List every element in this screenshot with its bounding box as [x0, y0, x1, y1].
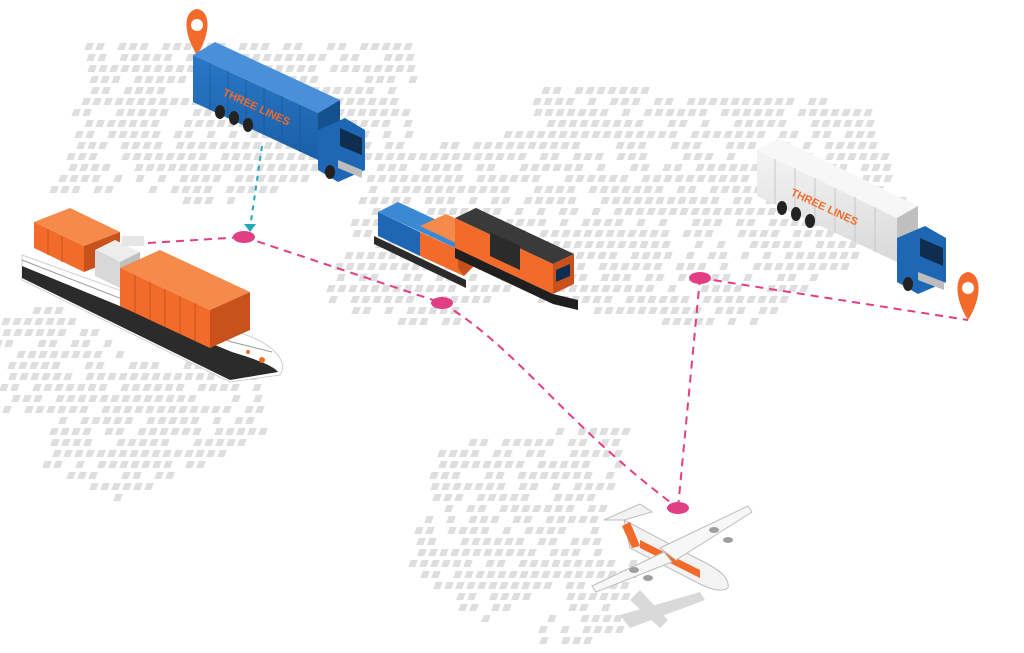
route-hub-to-train: [243, 236, 443, 304]
truck-icon: THREE LINES: [757, 138, 946, 294]
route-nodes: [233, 231, 711, 514]
cargo-plane-icon: [591, 503, 753, 593]
route-node-truck: [689, 272, 711, 284]
dotted-world-map: [0, 43, 910, 644]
freight-train-icon: [374, 202, 578, 310]
route-lines: [147, 145, 969, 509]
route-node-plane: [667, 502, 689, 514]
truck-icon: THREE LINES: [193, 42, 365, 182]
map-pin-icon: [186, 9, 208, 55]
route-truck-to-hub: [249, 145, 263, 229]
route-truck-to-destination: [699, 277, 969, 321]
route-train-to-plane: [441, 302, 679, 509]
container-ship-icon: [21, 208, 283, 383]
route-arrow-head: [244, 224, 256, 232]
route-node-train: [431, 297, 453, 309]
map-pin-icon: [957, 272, 979, 320]
route-plane-to-truck: [677, 277, 701, 509]
plane-shadow: [620, 590, 705, 628]
route-node-hub: [233, 231, 255, 243]
route-ship-to-hub: [147, 236, 245, 244]
